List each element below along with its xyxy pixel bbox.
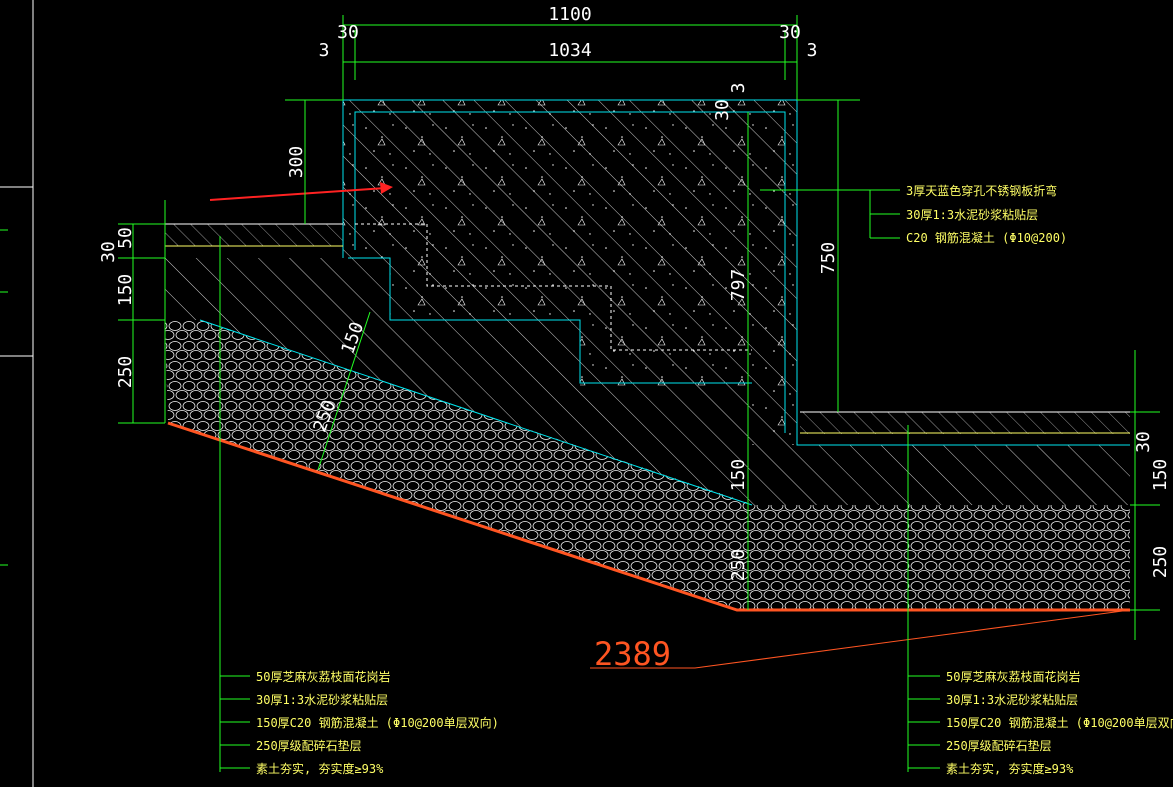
dim-top-inner: 1034 xyxy=(548,40,591,61)
dim-left-30: 30 xyxy=(98,241,119,263)
stair-inner-outline xyxy=(354,111,786,433)
length-leader xyxy=(590,609,1131,669)
dim-left-50: 50 xyxy=(115,227,136,249)
ground-line xyxy=(167,421,1130,612)
note-left-5: 素土夯实, 夯实度≥93% xyxy=(256,761,384,776)
dim-right-150: 150 xyxy=(1150,459,1171,492)
note-top-1: 3厚天蓝色穿孔不锈钢板折弯 xyxy=(906,183,1057,198)
dim-inner-height: 797 xyxy=(728,269,749,302)
note-right-3: 150厚C20 钢筋混凝土 (Φ10@200单层双向 xyxy=(946,715,1173,730)
pointer-arrow xyxy=(209,187,386,201)
paving-left xyxy=(165,224,343,246)
dim-top-total: 1100 xyxy=(548,4,591,25)
concrete-dots xyxy=(343,100,797,445)
dim-vert-top-30: 30 xyxy=(712,99,733,121)
note-top-3: C20 钢筋混凝土 (Φ10@200) xyxy=(906,230,1067,245)
dim-right-30: 30 xyxy=(1133,431,1154,453)
dim-top-right-edge: 30 xyxy=(779,22,801,43)
dim-right-small: 3 xyxy=(807,40,818,61)
dim-left-150: 150 xyxy=(115,274,136,307)
paving-right xyxy=(800,412,1130,434)
dim-right-250: 250 xyxy=(1150,546,1171,579)
dim-step-height: 300 xyxy=(286,146,307,179)
dim-left-250: 250 xyxy=(115,356,136,389)
step-dashed xyxy=(355,223,752,351)
gravel-layer xyxy=(165,320,1130,610)
note-right-1: 50厚芝麻灰荔枝面花岗岩 xyxy=(946,669,1080,684)
slope-line xyxy=(199,319,753,506)
dim-vert-top-3: 3 xyxy=(728,83,749,94)
dim-left-small: 3 xyxy=(319,40,330,61)
note-left-3: 150厚C20 钢筋混凝土 (Φ10@200单层双向) xyxy=(256,715,499,730)
dim-mid-150: 150 xyxy=(728,459,749,492)
note-top-2: 30厚1:3水泥砂浆粘贴层 xyxy=(906,207,1038,222)
dim-length: 2389 xyxy=(594,635,671,673)
dim-top-left-edge: 30 xyxy=(337,22,359,43)
note-left-1: 50厚芝麻灰荔枝面花岗岩 xyxy=(256,669,390,684)
dim-mid-250: 250 xyxy=(728,549,749,582)
step-outline xyxy=(348,257,752,384)
note-right-4: 250厚级配碎石垫层 xyxy=(946,738,1052,753)
dim-wall-height: 750 xyxy=(818,242,839,275)
note-left-2: 30厚1:3水泥砂浆粘贴层 xyxy=(256,692,388,707)
note-left-4: 250厚级配碎石垫层 xyxy=(256,738,362,753)
note-right-5: 素土夯实, 夯实度≥93% xyxy=(946,761,1074,776)
note-right-2: 30厚1:3水泥砂浆粘贴层 xyxy=(946,692,1078,707)
dim-line-slope xyxy=(317,311,371,471)
pointer-arrowhead xyxy=(380,182,393,194)
